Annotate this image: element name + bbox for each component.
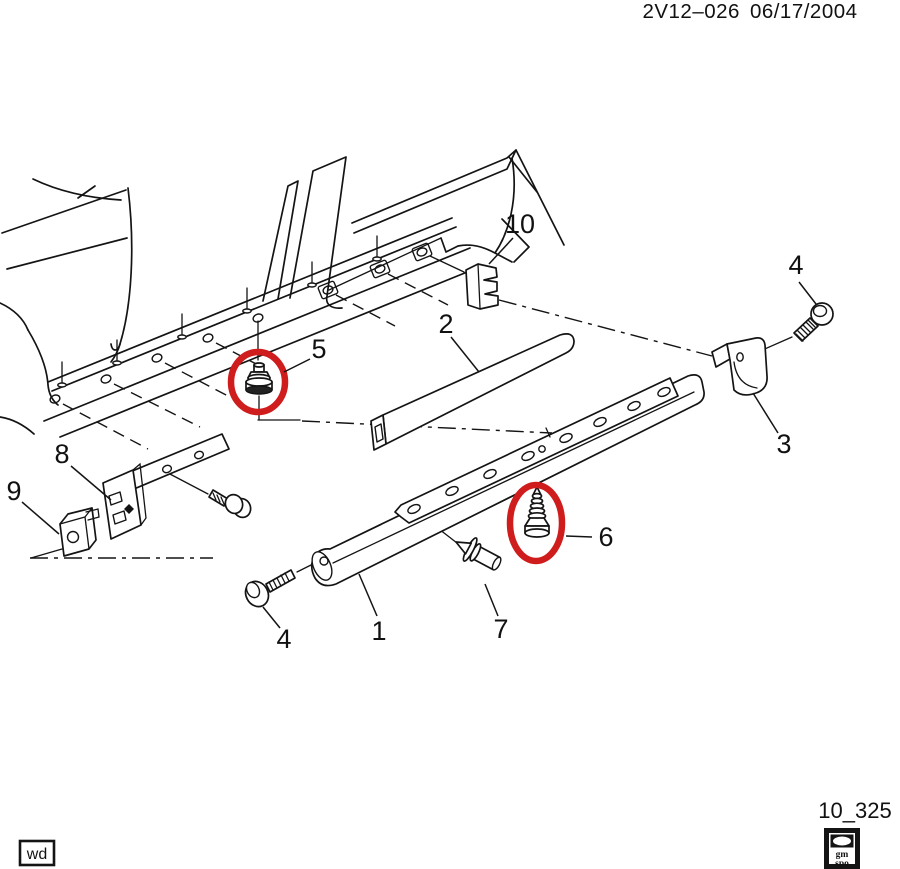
- callout-leader-8: [70, 465, 112, 501]
- attachment-leader-lines: [62, 273, 449, 450]
- callout-leader-4: [262, 606, 281, 629]
- wd-corner-mark: wd: [18, 839, 56, 867]
- callout-leader-3: [752, 392, 779, 434]
- wd-label: wd: [26, 846, 47, 863]
- callout-label-9: 9: [6, 476, 21, 506]
- highlight-circle-part-5: [227, 348, 289, 416]
- callout-leader-6: [565, 535, 593, 538]
- callout-label-6: 6: [598, 522, 613, 552]
- part-2-upper-molding: [370, 333, 575, 451]
- callout-leader-5: [283, 358, 311, 373]
- callout-leader-4: [798, 281, 817, 305]
- part-4-bolt-lower: [244, 569, 296, 608]
- part-4-bolt-upper: [793, 302, 834, 342]
- callout-layer: 1 2 3 4 4 5 6 7 8 9 10: [6, 209, 817, 654]
- part-6-screw: [524, 486, 550, 538]
- callout-leader-1: [358, 573, 378, 617]
- callout-label-3: 3: [776, 429, 791, 459]
- callout-label-5: 5: [311, 334, 326, 364]
- callout-leader-2: [450, 336, 480, 373]
- logo-line-1: gm: [836, 850, 849, 860]
- callout-label-4: 4: [788, 250, 803, 280]
- part-7-push-rivet: [455, 537, 502, 571]
- part-9-clip: [59, 507, 100, 557]
- figure-code: 10_325: [818, 798, 891, 823]
- callout-label-2: 2: [438, 309, 453, 339]
- callout-label-8: 8: [54, 439, 69, 469]
- sill-mounting-holes: [49, 242, 433, 404]
- gm-spo-logo: gm spo: [824, 828, 860, 869]
- part-1-flange-strip: [394, 377, 679, 524]
- logo-line-2: spo: [835, 859, 849, 869]
- callout-leader-10: [488, 237, 514, 265]
- callout-leader-7: [484, 583, 499, 617]
- callout-label-1: 1: [371, 616, 386, 646]
- part-10-retainer-clip: [465, 263, 499, 310]
- part-3-end-cap: [711, 337, 768, 396]
- part-5-grommet: [245, 362, 273, 395]
- centerline-axes: [30, 299, 713, 559]
- highlight-circle-part-6: [506, 481, 566, 565]
- callout-label-4: 4: [276, 624, 291, 654]
- callout-leader-9: [21, 501, 60, 535]
- callout-label-7: 7: [493, 614, 508, 644]
- part-8-bracket: [102, 433, 252, 540]
- callout-label-10: 10: [505, 209, 535, 239]
- body-studs: [57, 235, 382, 388]
- vehicle-body-sketch: [0, 149, 565, 435]
